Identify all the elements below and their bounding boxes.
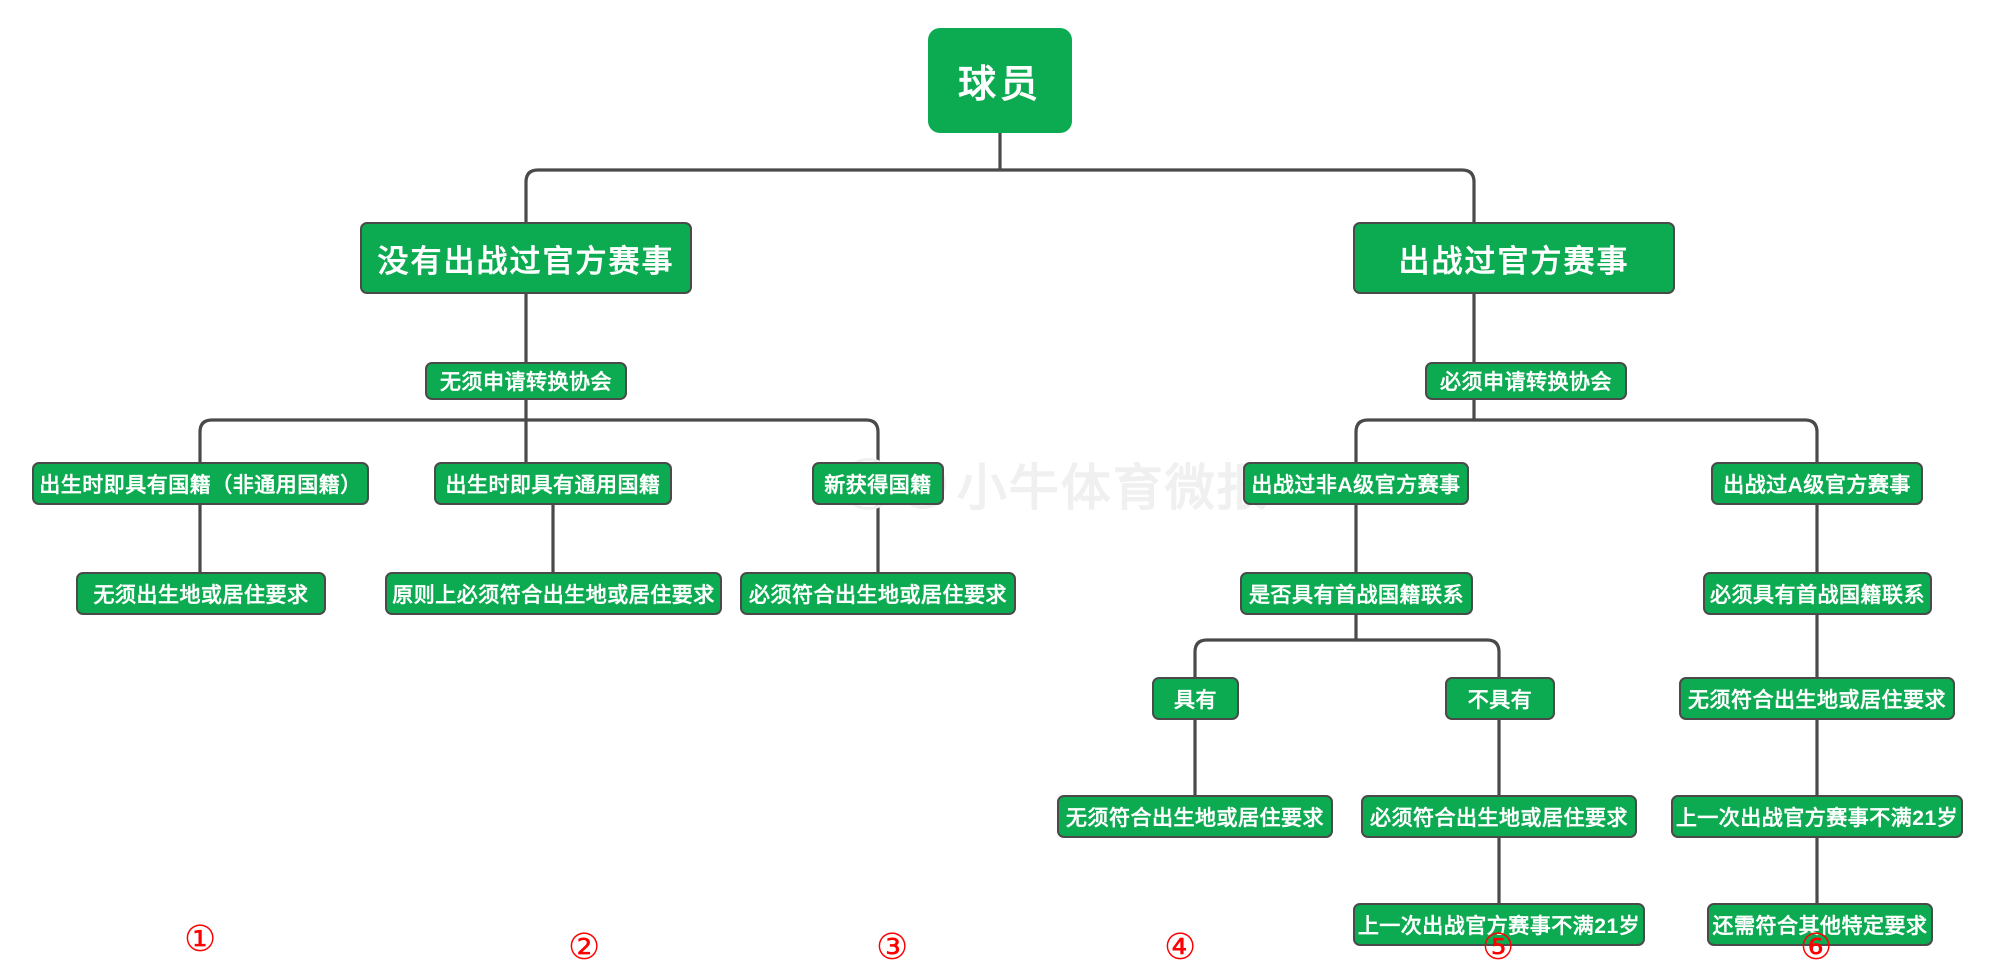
marker-5: ⑤: [1482, 927, 1515, 968]
node-link-no-birthplace-or-residency-requirement[interactable]: 无须符合出生地或居住要求: [1057, 795, 1333, 838]
node-in-principle-must-meet-birthplace-or-residency[interactable]: 原则上必须符合出生地或居住要求: [385, 572, 722, 615]
node-has-link[interactable]: 具有: [1152, 677, 1239, 720]
node-a-level-under-21-last-official-match[interactable]: 上一次出战官方赛事不满21岁: [1671, 795, 1963, 838]
node-played-official-match[interactable]: 出战过官方赛事: [1353, 222, 1675, 294]
node-no-birthplace-or-residency-requirement[interactable]: 无须出生地或居住要求: [76, 572, 326, 615]
node-common-nationality-at-birth[interactable]: 出生时即具有通用国籍: [434, 462, 672, 505]
marker-1: ①: [184, 919, 217, 960]
marker-3: ③: [876, 927, 909, 968]
marker-2: ②: [568, 927, 601, 968]
node-a-level-no-birthplace-or-residency-requirement[interactable]: 无须符合出生地或居住要求: [1679, 677, 1955, 720]
node-nationality-at-birth-non-common[interactable]: 出生时即具有国籍（非通用国籍）: [32, 462, 369, 505]
marker-4: ④: [1164, 927, 1197, 968]
node-no-official-match[interactable]: 没有出战过官方赛事: [360, 222, 692, 294]
node-played-non-a-level-match[interactable]: 出战过非A级官方赛事: [1243, 462, 1469, 505]
node-nolink-must-meet-birthplace-or-residency[interactable]: 必须符合出生地或居住要求: [1361, 795, 1637, 838]
node-newly-acquired-nationality[interactable]: 新获得国籍: [812, 462, 944, 505]
marker-6: ⑥: [1800, 927, 1833, 968]
node-must-have-first-match-nationality-link[interactable]: 必须具有首战国籍联系: [1703, 572, 1932, 615]
node-root[interactable]: 球员: [928, 28, 1072, 133]
node-has-no-link[interactable]: 不具有: [1445, 677, 1555, 720]
node-no-association-switch-needed[interactable]: 无须申请转换协会: [425, 362, 627, 400]
node-other-specific-requirements[interactable]: 还需符合其他特定要求: [1707, 903, 1933, 946]
watermark-text: 小牛体育微报: [956, 460, 1269, 516]
node-nolink-under-21-last-official-match[interactable]: 上一次出战官方赛事不满21岁: [1353, 903, 1645, 946]
node-played-a-level-match[interactable]: 出战过A级官方赛事: [1711, 462, 1923, 505]
node-has-first-match-nationality-link-question[interactable]: 是否具有首战国籍联系: [1240, 572, 1473, 615]
node-must-meet-birthplace-or-residency[interactable]: 必须符合出生地或居住要求: [740, 572, 1016, 615]
node-association-switch-required[interactable]: 必须申请转换协会: [1425, 362, 1627, 400]
